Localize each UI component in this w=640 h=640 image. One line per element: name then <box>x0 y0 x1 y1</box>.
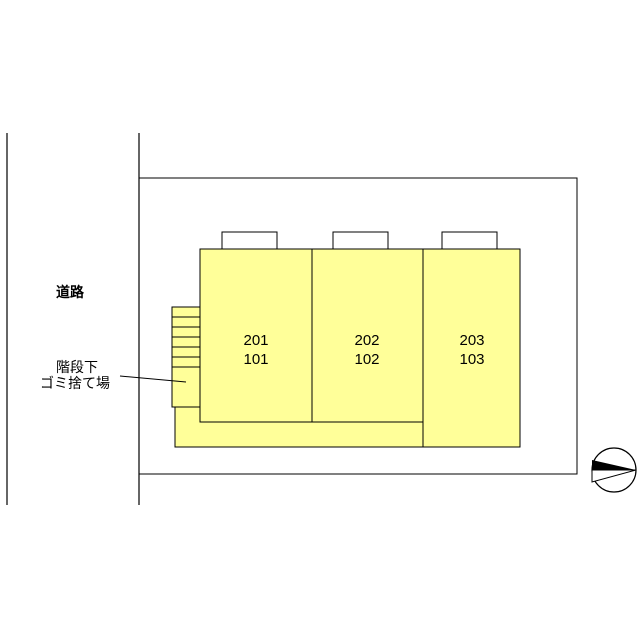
north-arrow-icon <box>591 447 637 493</box>
balcony-3 <box>441 231 498 250</box>
road-label: 道路 <box>56 284 85 301</box>
unit-1-upper: 201 <box>243 332 268 349</box>
balcony-1 <box>221 231 278 250</box>
trash-label-line1: 階段下 <box>56 360 98 376</box>
unit-1-lower: 101 <box>243 351 268 368</box>
balcony-2 <box>332 231 389 250</box>
unit-block-3 <box>422 248 521 448</box>
property-boundary <box>138 177 578 475</box>
unit-2-upper: 202 <box>354 332 379 349</box>
unit-3-lower: 103 <box>459 351 484 368</box>
unit-3-upper: 203 <box>459 332 484 349</box>
unit-block-2 <box>311 248 424 423</box>
stair-treads <box>172 316 200 368</box>
trash-label-line2: ゴミ捨て場 <box>40 375 110 392</box>
unit-2-lower: 102 <box>354 351 379 368</box>
trash-leader-line <box>119 375 187 383</box>
